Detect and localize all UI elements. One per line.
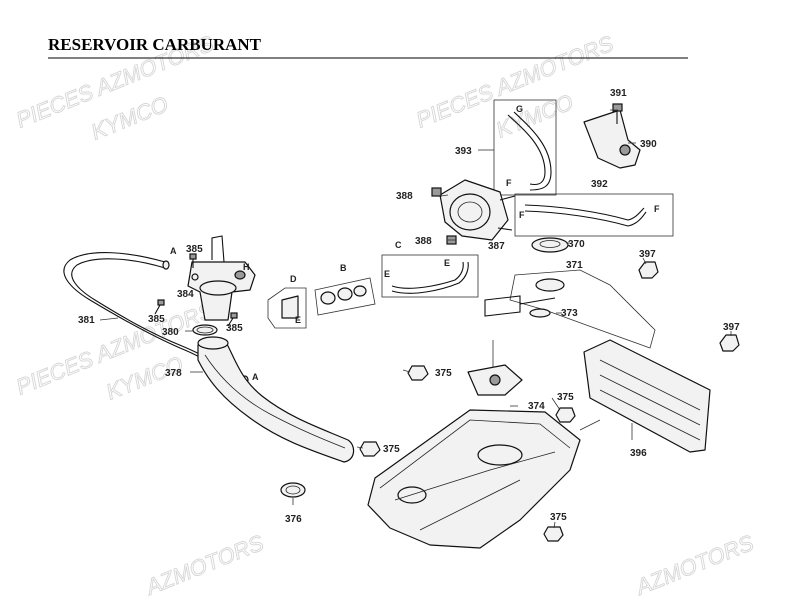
leader-lines — [99, 109, 732, 529]
page-title: RESERVOIR CARBURANT — [48, 35, 262, 54]
fuel-tank-374 — [367, 409, 581, 549]
part-label: 385 — [148, 314, 165, 325]
part-label: 380 — [162, 327, 179, 338]
watermark-text: AZMOTORS — [141, 530, 268, 601]
fuel-pump-387 — [439, 179, 516, 241]
fitting-b — [314, 277, 376, 316]
connection-letter: E — [295, 315, 301, 325]
part-label: 378 — [165, 368, 182, 379]
connection-letter: G — [516, 104, 523, 114]
part-label: 385 — [186, 244, 203, 255]
connection-letter: E — [444, 258, 450, 268]
part-label: 392 — [591, 179, 608, 190]
connection-letter: E — [384, 269, 390, 279]
part-label: 393 — [455, 146, 472, 157]
clip-d — [267, 287, 307, 329]
part-label: 390 — [640, 139, 657, 150]
hose-393 — [493, 99, 557, 196]
bracket-390 — [583, 109, 641, 169]
part-label: 376 — [285, 514, 302, 525]
mount-plate — [467, 364, 523, 396]
part-label: 384 — [177, 289, 194, 300]
part-label: 388 — [396, 191, 413, 202]
part-labels: 370 371 373 374 375 375 375 375 376 378 … — [78, 88, 740, 525]
filler-neck-assembly — [187, 235, 256, 321]
part-label: 370 — [568, 239, 585, 250]
part-label: 375 — [383, 444, 400, 455]
connection-letter: B — [340, 263, 347, 273]
part-label: 373 — [561, 308, 578, 319]
part-label: 371 — [566, 260, 583, 271]
part-label: 381 — [78, 315, 95, 326]
connection-letters: A A B C D E E E F F F G H — [170, 104, 660, 382]
connection-letter: A — [252, 372, 259, 382]
bolt-385 — [154, 253, 238, 327]
part-label: 397 — [639, 249, 656, 260]
clamp-376 — [280, 482, 306, 498]
connection-letter: D — [290, 274, 297, 284]
connection-letter: A — [170, 246, 177, 256]
bolt-391 — [612, 103, 623, 124]
part-label: 375 — [557, 392, 574, 403]
nut-397 — [638, 261, 740, 352]
watermark-text: AZMOTORS — [631, 530, 758, 601]
part-label: 374 — [528, 401, 545, 412]
part-label: 388 — [415, 236, 432, 247]
gasket-373 — [529, 308, 551, 318]
hose-392 — [514, 193, 674, 237]
part-label: 391 — [610, 88, 627, 99]
connection-letter: F — [654, 204, 660, 214]
fuel-gauge-371 — [484, 269, 656, 349]
part-label: 375 — [435, 368, 452, 379]
ring-370 — [531, 237, 569, 253]
part-label: 387 — [488, 241, 505, 252]
connection-letter: C — [395, 240, 402, 250]
part-label: 397 — [723, 322, 740, 333]
part-label: 396 — [630, 448, 647, 459]
nut-375 — [359, 365, 576, 542]
hose-c — [381, 254, 479, 298]
part-label: 375 — [550, 512, 567, 523]
connection-letter: H — [243, 262, 250, 272]
part-label: 385 — [226, 323, 243, 334]
connection-letter: F — [519, 210, 525, 220]
protector-396 — [583, 339, 711, 453]
filler-pipe-378 — [197, 336, 355, 463]
connection-letter: F — [506, 178, 512, 188]
